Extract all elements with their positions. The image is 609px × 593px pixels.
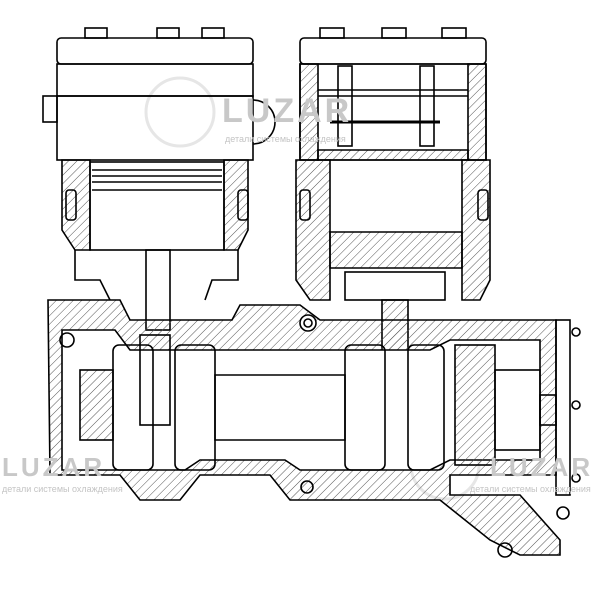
watermark-brand: LUZAR <box>490 452 594 482</box>
crankcase <box>47 299 581 558</box>
watermark-brand: LUZAR <box>2 452 106 482</box>
crankshaft <box>79 334 557 471</box>
watermark-brand: LUZAR <box>222 92 353 130</box>
watermark-tagline: детали системы охлаждения <box>470 484 591 494</box>
watermark-tagline: детали системы охлаждения <box>2 484 123 494</box>
watermark-logo-icon <box>144 76 216 148</box>
left-cylinder-head <box>42 27 276 161</box>
watermark-tagline: детали системы охлаждения <box>225 134 346 144</box>
left-cylinder <box>61 159 249 331</box>
